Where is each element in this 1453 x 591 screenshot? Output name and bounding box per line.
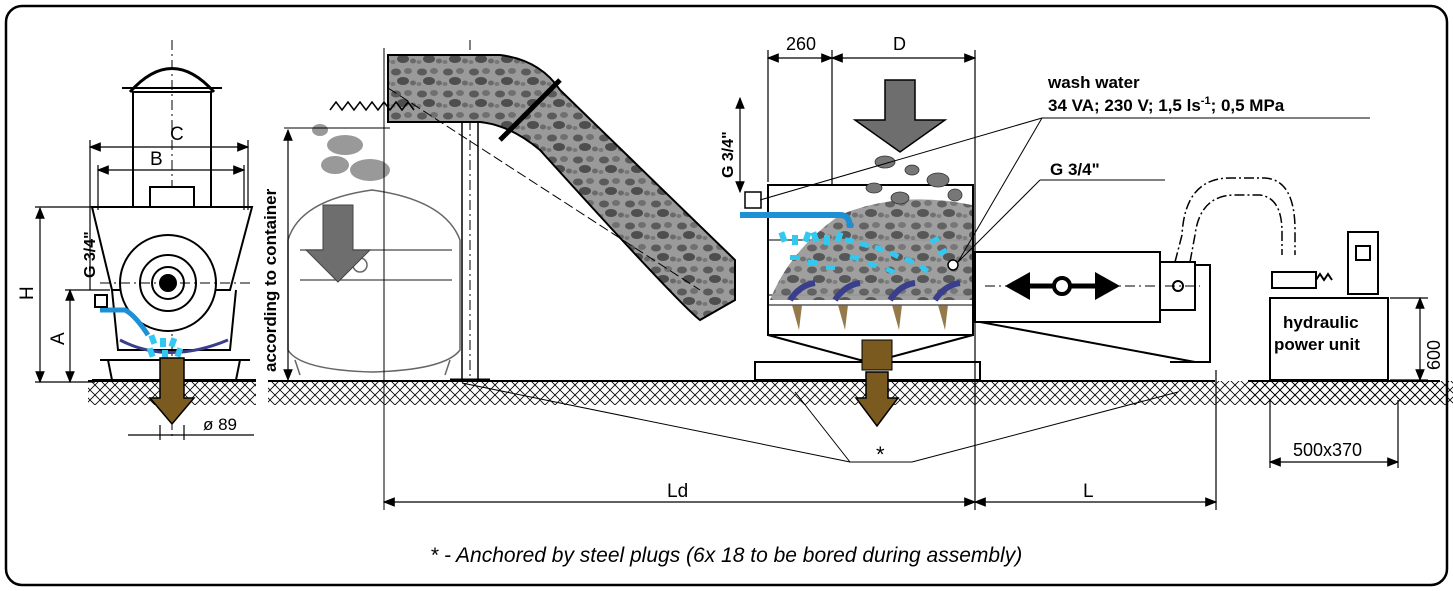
ground-hatching: [88, 380, 1453, 405]
dim-label-b: B: [150, 149, 163, 170]
hpu-label-line1: hydraulic: [1283, 313, 1359, 332]
outer-frame: [4, 4, 1449, 587]
dim-label-a: A: [48, 332, 69, 345]
dim-label-260: 260: [786, 34, 816, 54]
chute-spring: [329, 100, 415, 112]
length-dimensions: [382, 370, 1218, 510]
footnote: * - Anchored by steel plugs (6x 18 to be…: [430, 544, 1022, 567]
cylinder-motion-arrow: [1005, 272, 1120, 300]
dim-label-h: H: [17, 286, 38, 300]
dim-label-dia89: ø 89: [203, 415, 237, 434]
tank-discharge-flow: [792, 305, 948, 330]
dim-label-ld: Ld: [667, 481, 688, 502]
container-height-label: according to container: [261, 188, 280, 372]
tank-rubble: [770, 199, 972, 300]
wash-water-pipe: [740, 212, 853, 229]
falling-rubble-left: [312, 124, 390, 181]
wash-water-sprays: [778, 231, 958, 275]
wash-water-valve: [744, 191, 762, 209]
bottom-discharge-arrow: [854, 371, 900, 428]
hydraulic-cylinder: [974, 251, 1211, 363]
thread-label-mid: G 3/4": [720, 131, 737, 178]
feed-arrow: [852, 79, 948, 153]
top-dimensions: [735, 50, 977, 510]
wash-water-leader: [759, 117, 1370, 263]
wash-water-title: wash water: [1047, 73, 1140, 92]
dim-label-d: D: [893, 34, 906, 54]
container-tip-arrow: [304, 204, 372, 283]
thread-label-right: G 3/4": [1050, 160, 1100, 179]
tank-aeration: [787, 280, 961, 302]
dim-label-c: C: [170, 124, 184, 145]
anchor-leaders: [461, 382, 1179, 463]
container-outline: [287, 189, 461, 376]
dim-label-600: 600: [1424, 340, 1444, 370]
anchor-star: *: [876, 442, 885, 467]
thread-label-left: G 3/4": [82, 231, 99, 278]
side-nozzle: [947, 259, 959, 271]
end-view-dimensions: [35, 140, 254, 440]
dim-label-500x370: 500x370: [1293, 440, 1362, 460]
end-view-spray: [146, 334, 184, 359]
chute-axis: [387, 87, 701, 291]
hpu-dimensions: [1268, 296, 1428, 468]
hydraulic-power-unit: [1269, 231, 1389, 381]
hpu-label-line2: power unit: [1274, 335, 1360, 354]
wash-water-specs: 34 VA; 230 V; 1,5 ls-1; 0,5 MPa: [1048, 95, 1285, 115]
chute-flange: [498, 78, 562, 142]
dim-label-l: L: [1083, 481, 1094, 502]
bottom-outlet: [861, 339, 893, 371]
hydraulic-hoses: [1174, 177, 1296, 263]
end-view-discharge-arrow: [148, 357, 196, 426]
